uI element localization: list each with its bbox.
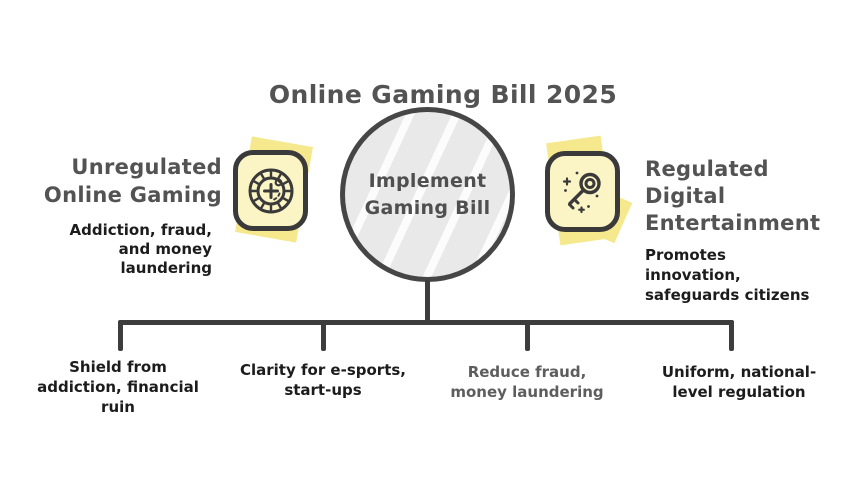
branch-label-line: start-ups [284, 381, 362, 399]
key-icon [562, 171, 601, 213]
branch-label-line: addiction, financial [37, 378, 199, 396]
left-heading: Unregulated Online Gaming [44, 153, 222, 209]
branch-label-line: money laundering [450, 383, 604, 401]
central-node-label-line: Gaming Bill [364, 196, 491, 219]
left-subtext: Addiction, fraud, and money laundering [70, 221, 213, 278]
branch-label-line: Reduce fraud, [467, 363, 587, 381]
left-subtext-line: and money [118, 240, 212, 258]
right-subtext-line: innovation, [645, 266, 741, 284]
right-heading: Regulated Digital Entertainment [645, 156, 820, 237]
right-subtext: Promotes innovation, safeguards citizens [645, 245, 809, 305]
regulated-entertainment-icon-card [545, 151, 620, 232]
left-heading-line: Unregulated [71, 155, 222, 179]
branch-label: Shield from addiction, financial ruin [18, 357, 218, 417]
branch-tick [320, 320, 326, 351]
right-heading-line: Entertainment [645, 211, 821, 235]
connector-stem [425, 280, 430, 322]
roulette-wheel-icon [248, 168, 293, 213]
right-subtext-line: Promotes [645, 246, 726, 264]
right-heading-line: Regulated [645, 157, 769, 181]
branch-label-line: Clarity for e-sports, [240, 361, 406, 379]
branch-line [118, 320, 734, 325]
branch-tick [729, 320, 734, 351]
unregulated-gaming-icon-card [233, 150, 308, 231]
branch-label: Clarity for e-sports, start-ups [223, 360, 423, 400]
branch-tick [524, 320, 530, 351]
branch-label-line: ruin [101, 398, 135, 416]
left-subtext-line: Addiction, fraud, [69, 221, 213, 239]
branch-label: Reduce fraud, money laundering [427, 362, 627, 402]
left-heading-line: Online Gaming [43, 183, 222, 207]
left-subtext-line: laundering [120, 259, 213, 277]
branch-label-line: Shield from [69, 358, 167, 376]
central-node: Implement Gaming Bill [340, 107, 515, 282]
branch-label-line: level regulation [672, 383, 806, 401]
branch-label: Uniform, national- level regulation [639, 362, 839, 402]
diagram-title: Online Gaming Bill 2025 [268, 80, 618, 109]
right-subtext-line: safeguards citizens [645, 286, 810, 304]
branch-label-line: Uniform, national- [661, 363, 817, 381]
right-heading-line: Digital [645, 184, 726, 208]
branch-tick [118, 320, 123, 351]
central-node-label-line: Implement [368, 169, 487, 192]
